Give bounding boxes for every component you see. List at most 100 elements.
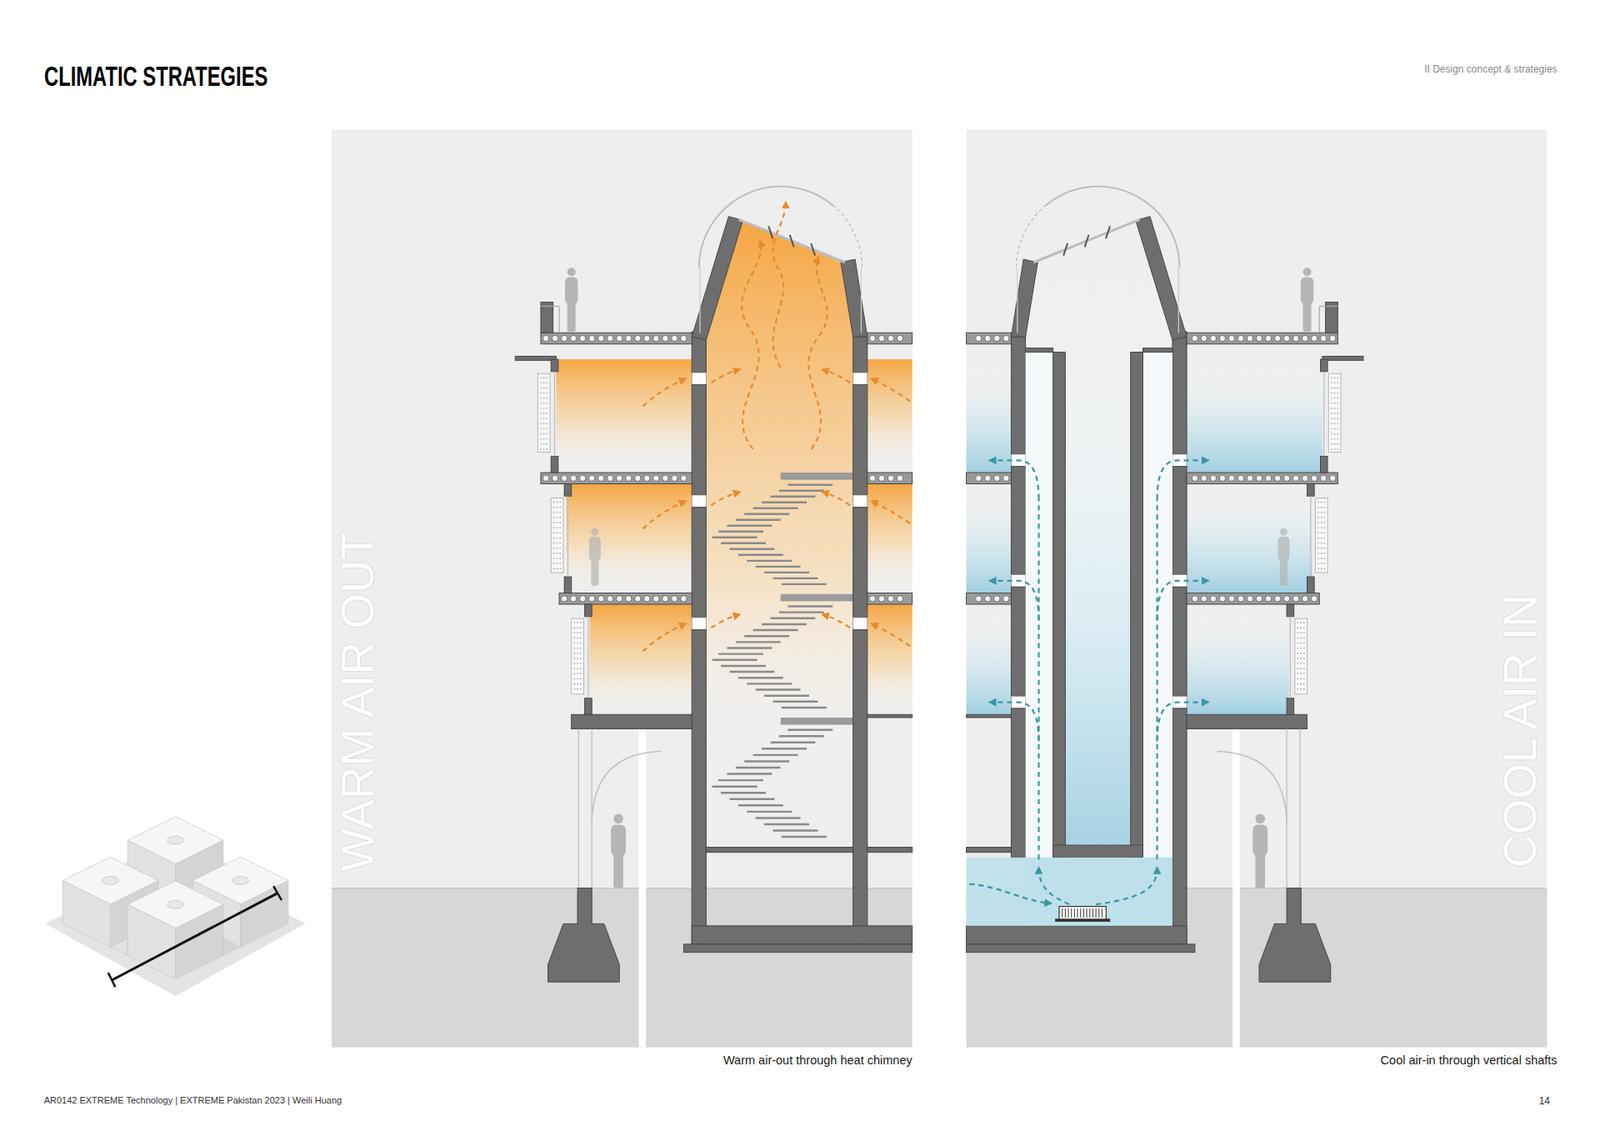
lattice-dot xyxy=(580,642,582,645)
stair-tread xyxy=(746,560,792,562)
stair-tread xyxy=(761,747,807,750)
lattice-dot xyxy=(573,642,575,645)
lattice-screen xyxy=(1315,498,1328,573)
cool-air-arrow xyxy=(990,702,1040,742)
lattice-dot xyxy=(1300,621,1302,624)
hollow-block xyxy=(1292,595,1299,602)
lattice-dot xyxy=(1300,688,1302,690)
dome-outline xyxy=(832,205,863,268)
human-figure xyxy=(565,267,578,332)
chimney-top-wall xyxy=(691,216,743,340)
lattice-screen xyxy=(537,373,550,452)
warm-air-arrow xyxy=(642,500,685,529)
window-glass xyxy=(567,495,569,577)
lattice-dot xyxy=(1300,626,1302,629)
hollow-block xyxy=(1274,475,1280,481)
lattice-dot xyxy=(1330,397,1333,400)
lattice-dot xyxy=(580,657,582,660)
stair-tread xyxy=(764,571,810,574)
wall-section xyxy=(966,714,1012,718)
stair-tread xyxy=(720,791,766,794)
window-glass xyxy=(1310,495,1311,577)
lattice-dot xyxy=(1320,511,1323,514)
wall-section xyxy=(1172,586,1187,696)
hollow-block xyxy=(644,595,650,602)
lattice-dot xyxy=(540,427,542,430)
hollow-block xyxy=(1301,475,1308,481)
lattice-dot xyxy=(556,526,559,529)
hollow-block xyxy=(607,335,614,341)
lattice-dot xyxy=(545,443,548,445)
lattice-dot xyxy=(580,677,582,680)
lattice-dot xyxy=(1334,402,1336,405)
louver-blade xyxy=(790,235,795,248)
lattice-dot xyxy=(1336,422,1339,425)
page-number: 14 xyxy=(1539,1095,1550,1107)
wall-section xyxy=(691,507,706,618)
hollow-block xyxy=(589,335,595,341)
warm-air-arrow xyxy=(642,623,685,651)
hollow-block xyxy=(1320,475,1326,481)
hollow-block xyxy=(598,595,605,602)
hollow-block xyxy=(1237,475,1244,481)
stair-landing xyxy=(780,717,854,725)
section-cut-line xyxy=(112,893,278,980)
lattice-dot xyxy=(540,438,542,440)
figure-head xyxy=(1303,267,1312,276)
roof-dome xyxy=(232,876,250,885)
stair-tread xyxy=(712,536,758,539)
lattice-dot xyxy=(1303,667,1305,670)
hollow-block xyxy=(589,595,595,602)
lattice-dot xyxy=(1334,376,1336,379)
lattice-dot xyxy=(1336,397,1339,400)
lattice-dot xyxy=(1334,443,1336,445)
hollow-block xyxy=(887,595,894,602)
cool-air-arrow xyxy=(990,460,1040,500)
lattice-dot xyxy=(1303,652,1305,655)
lattice-dot xyxy=(1300,662,1302,665)
figure-legs xyxy=(1255,850,1265,889)
stair-tread xyxy=(770,495,815,498)
lattice-dot xyxy=(559,516,561,519)
lattice-dot xyxy=(1323,557,1325,560)
cool-section xyxy=(966,130,1548,1048)
lattice-dot xyxy=(1317,531,1320,534)
lattice-dot xyxy=(1317,542,1320,545)
lattice-dot xyxy=(1336,392,1339,395)
hollow-block xyxy=(1292,475,1299,481)
stair-tread xyxy=(738,804,784,806)
hollow-block xyxy=(1310,335,1317,341)
hollow-block xyxy=(1003,595,1010,602)
lattice-dot xyxy=(556,516,559,519)
hollow-block xyxy=(671,595,678,602)
hollow-block xyxy=(580,475,586,481)
hollow-block xyxy=(1265,475,1271,481)
stair-tread xyxy=(712,659,758,661)
lattice-dot xyxy=(1330,412,1333,415)
hollow-block xyxy=(994,335,1000,341)
hollow-block xyxy=(1330,335,1336,341)
hollow-block xyxy=(1191,335,1198,341)
lattice-dot xyxy=(1334,438,1336,440)
hollow-block xyxy=(994,475,1000,481)
lattice-dot xyxy=(556,547,559,550)
hollow-block xyxy=(1228,595,1235,602)
lattice-dot xyxy=(580,688,582,690)
lattice-dot xyxy=(1323,501,1325,504)
basement-air xyxy=(966,857,1173,926)
hollow-block xyxy=(560,335,567,341)
stair-tread xyxy=(718,779,764,781)
lattice-dot xyxy=(1303,677,1305,680)
lattice-screen xyxy=(571,618,585,695)
lattice-dot xyxy=(1320,526,1323,529)
stair-tread xyxy=(781,835,827,838)
lattice-dot xyxy=(543,433,545,435)
hollow-block xyxy=(1283,335,1290,341)
hollow-block xyxy=(1246,475,1253,481)
hollow-block xyxy=(1219,335,1225,341)
hollow-block xyxy=(1228,335,1235,341)
warm-air-arrow xyxy=(710,369,740,383)
lattice-dot xyxy=(1320,506,1323,509)
hollow-block xyxy=(1274,595,1280,602)
fan-grille xyxy=(1095,908,1097,918)
